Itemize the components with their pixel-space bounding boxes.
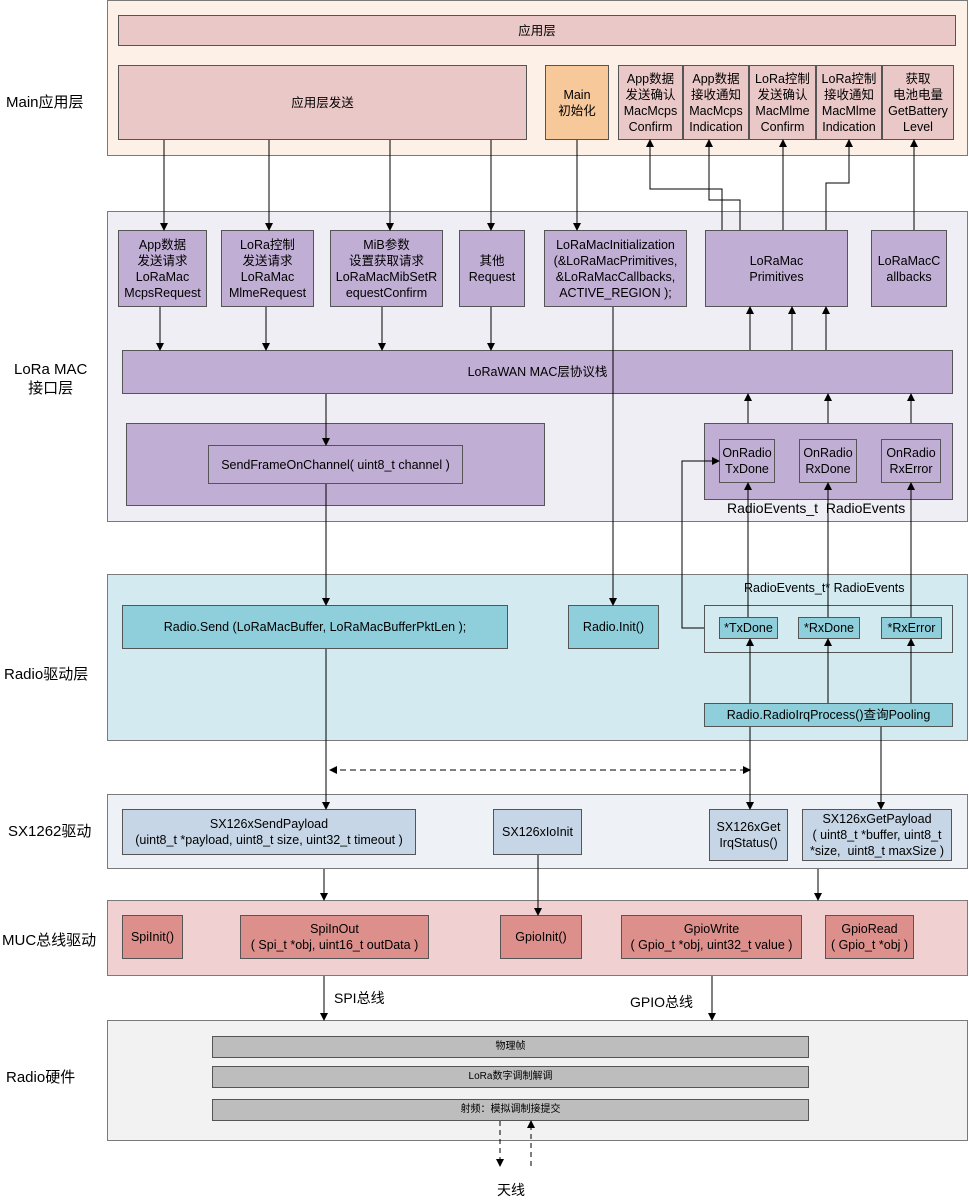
spi-bus-label: SPI总线 xyxy=(334,990,385,1006)
gpio-init-box: GpioInit() xyxy=(500,915,582,959)
layer-label-main: Main应用层 xyxy=(6,94,84,111)
rx-done-ptr-box: *RxDone xyxy=(798,617,860,639)
radio-send-box: Radio.Send (LoRaMacBuffer, LoRaMacBuffer… xyxy=(122,605,508,649)
sx126x-send-payload-box: SX126xSendPayload (uint8_t *payload, uin… xyxy=(122,809,416,855)
battery-level-box: 获取 电池电量 GetBattery Level xyxy=(882,65,954,140)
send-frame-on-channel-box: SendFrameOnChannel( uint8_t channel ) xyxy=(208,445,463,484)
sx126x-io-init-box: SX126xIoInit xyxy=(493,809,582,855)
main-init-box: Main 初始化 xyxy=(545,65,609,140)
app-layer-bar: 应用层 xyxy=(118,15,956,46)
antenna-label: 天线 xyxy=(497,1182,525,1198)
tx-done-ptr-box: *TxDone xyxy=(719,617,778,639)
spi-inout-box: SpiInOut ( Spi_t *obj, uint16_t outData … xyxy=(240,915,429,959)
on-radio-rx-error-box: OnRadio RxError xyxy=(881,439,941,483)
radio-events-label: RadioEvents_t RadioEvents xyxy=(727,500,906,516)
gpio-read-box: GpioRead ( Gpio_t *obj ) xyxy=(825,915,914,959)
radio-init-box: Radio.Init() xyxy=(568,605,659,649)
layer-label-sx: SX1262驱动 xyxy=(8,823,92,840)
mib-request-box: MiB参数 设置获取请求 LoRaMacMibSetR equestConfir… xyxy=(330,230,443,307)
layer-label-hw: Radio硬件 xyxy=(6,1069,76,1086)
lorawan-mac-stack-bar: LoRaWAN MAC层协议栈 xyxy=(122,350,953,394)
mcps-indication-box: App数据 接收通知 MacMcps Indication xyxy=(683,65,749,140)
mlme-confirm-box: LoRa控制 发送确认 MacMlme Confirm xyxy=(749,65,816,140)
layer-label-radio: Radio驱动层 xyxy=(4,666,89,683)
mcps-confirm-box: App数据 发送确认 MacMcps Confirm xyxy=(618,65,683,140)
gpio-bus-label: GPIO总线 xyxy=(630,994,694,1010)
sx126x-get-payload-box: SX126xGetPayload ( uint8_t *buffer, uint… xyxy=(802,809,952,861)
on-radio-rx-done-box: OnRadio RxDone xyxy=(799,439,857,483)
mac-primitives-box: LoRaMac Primitives xyxy=(705,230,848,307)
mcps-request-box: App数据 发送请求 LoRaMac McpsRequest xyxy=(118,230,207,307)
spi-init-box: SpiInit() xyxy=(122,915,183,959)
physical-frame-bar: 物理帧 xyxy=(212,1036,809,1058)
mac-initialization-box: LoRaMacInitialization (&LoRaMacPrimitive… xyxy=(544,230,687,307)
sx126x-get-irq-status-box: SX126xGet IrqStatus() xyxy=(709,809,788,861)
rx-error-ptr-box: *RxError xyxy=(881,617,942,639)
gpio-write-box: GpioWrite ( Gpio_t *obj, uint32_t value … xyxy=(621,915,802,959)
on-radio-tx-done-box: OnRadio TxDone xyxy=(719,439,775,483)
app-send-box: 应用层发送 xyxy=(118,65,527,140)
rf-analog-bar: 射频：模拟调制接提交 xyxy=(212,1099,809,1121)
mlme-indication-box: LoRa控制 接收通知 MacMlme Indication xyxy=(816,65,882,140)
layer-label-mac: LoRa MAC 接口层 xyxy=(14,361,88,397)
layer-label-muc: MUC总线驱动 xyxy=(2,932,97,949)
mlme-request-box: LoRa控制 发送请求 LoRaMac MlmeRequest xyxy=(221,230,314,307)
lora-modulation-bar: LoRa数字调制解调 xyxy=(212,1066,809,1088)
other-request-box: 其他 Request xyxy=(459,230,525,307)
mac-callbacks-box: LoRaMacC allbacks xyxy=(871,230,947,307)
radio-irq-process-box: Radio.RadioIrqProcess()查询Pooling xyxy=(704,703,953,727)
radio-events-ptr-label: RadioEvents_t* RadioEvents xyxy=(744,581,905,595)
